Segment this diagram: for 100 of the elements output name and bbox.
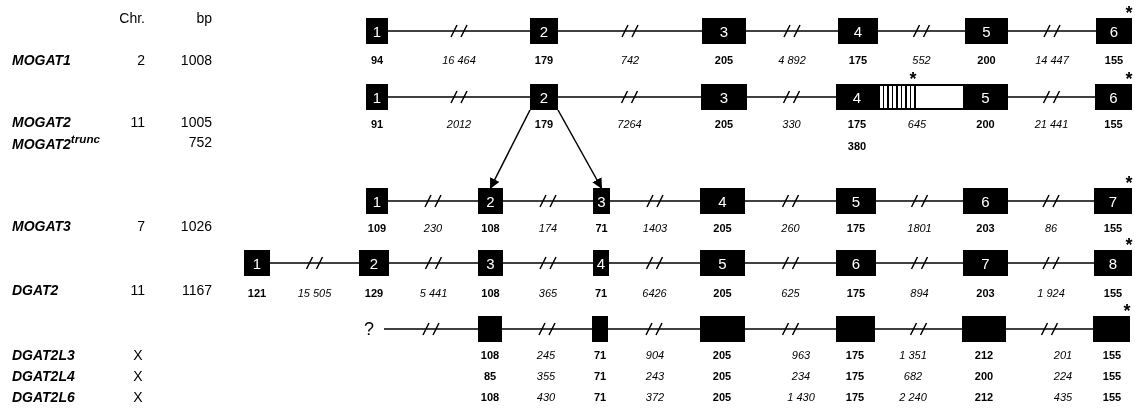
intron-length: 894 [909, 287, 930, 299]
exon-box: 5 [700, 250, 745, 276]
intron-length: 234 [790, 370, 812, 382]
exon-length: 71 [594, 287, 608, 299]
exon-length: 155 [1102, 370, 1122, 382]
exon-box: 1 [366, 18, 388, 44]
exon-box: 8 [1094, 250, 1132, 276]
intron-length: 430 [535, 391, 557, 403]
exon-length: 205 [712, 370, 732, 382]
exon-length: 175 [845, 391, 865, 403]
column-header: Chr. [119, 11, 145, 25]
intron-line [744, 328, 837, 330]
intron-line [501, 328, 593, 330]
intron-line [269, 262, 360, 264]
stop-asterisk: * [909, 70, 917, 88]
exon-box: 7 [1094, 188, 1132, 214]
exon-length: 205 [714, 118, 734, 130]
exon-length: 71 [593, 370, 607, 382]
intron-line [608, 262, 701, 264]
exon-box: 5 [836, 188, 876, 214]
intron-length: 625 [780, 287, 801, 299]
exon-length: 129 [364, 287, 384, 299]
intron-line [609, 200, 701, 202]
intron-line [502, 262, 594, 264]
exon-box: 6 [1095, 84, 1132, 110]
exon-box: 3 [702, 18, 746, 44]
exon-box: 6 [836, 250, 876, 276]
exon-length: 109 [367, 222, 387, 234]
exon-box: 3 [701, 84, 747, 110]
exon-length: 179 [534, 54, 554, 66]
intron-line [557, 96, 702, 98]
intron-length: 552 [911, 54, 932, 66]
intron-line [388, 262, 479, 264]
exon-length: 179 [534, 118, 554, 130]
exon-length: 91 [370, 118, 384, 130]
exon-length: 108 [480, 391, 500, 403]
exon-length: 155 [1102, 391, 1122, 403]
exon-length: 205 [713, 287, 732, 299]
intron-line [387, 30, 531, 32]
intron-line [387, 96, 531, 98]
exon-box: 5 [965, 18, 1008, 44]
exon-length: 203 [976, 287, 995, 299]
intron-length: 1 924 [1036, 287, 1066, 299]
intron-length: 16 464 [441, 54, 477, 66]
exon-length: 155 [1104, 118, 1123, 130]
chromosome: X [133, 390, 143, 404]
intron-length: 201 [1052, 349, 1074, 361]
exon-length: 205 [713, 222, 732, 234]
intron-length: 2012 [445, 118, 473, 130]
intron-length: 682 [902, 370, 924, 382]
exon-length: 200 [976, 118, 995, 130]
column-header: bp [196, 11, 212, 25]
exon-length: 175 [845, 370, 865, 382]
intron-length: 4 892 [777, 54, 807, 66]
intron-line [502, 200, 594, 202]
exon-length: 108 [481, 287, 500, 299]
exon-length: 108 [481, 222, 500, 234]
intron-length: 372 [644, 391, 666, 403]
intron-line [874, 328, 963, 330]
intron-line [387, 200, 479, 202]
intron-length: 1403 [641, 222, 669, 234]
intron-length: 86 [1043, 222, 1059, 234]
intron-line [744, 200, 837, 202]
intron-length: 224 [1052, 370, 1074, 382]
exon-box: 6 [963, 188, 1008, 214]
intron-length: 14 447 [1034, 54, 1070, 66]
exon-length: 155 [1104, 54, 1124, 66]
exon-length: 175 [846, 287, 866, 299]
length-bp: 1005 [180, 115, 212, 129]
chromosome: 11 [130, 283, 145, 297]
intron-line [1007, 30, 1097, 32]
exon-box: 1 [366, 84, 388, 110]
intron-line [745, 30, 839, 32]
intron-length: 15 505 [296, 287, 333, 299]
arrow [489, 109, 531, 189]
intron-line [607, 328, 701, 330]
intron-length: 5 441 [418, 287, 449, 299]
exon-box: 3 [593, 188, 610, 214]
exon-box: 2 [478, 188, 503, 214]
exon-length: 155 [1103, 287, 1123, 299]
exon-box: 6 [1096, 18, 1132, 44]
exon-length: 71 [593, 391, 607, 403]
intron-length: 1801 [906, 222, 933, 234]
gene-name: DGAT2L3 [12, 348, 75, 362]
intron-length: 645 [906, 118, 928, 130]
exon-box: 3 [478, 250, 503, 276]
exon-length: 94 [370, 54, 384, 66]
gene-name: DGAT2 [12, 283, 59, 297]
intron-length: 904 [644, 349, 666, 361]
unknown-start-mark: ? [364, 320, 374, 338]
gene-name: MOGAT1 [12, 53, 71, 67]
intron-line [383, 328, 479, 330]
intron-line [1007, 96, 1096, 98]
exon-length: 71 [595, 222, 608, 234]
intron-length: 230 [422, 222, 444, 234]
chromosome: 7 [137, 219, 145, 233]
exon-box: 2 [359, 250, 389, 276]
intron-line [877, 30, 966, 32]
arrow [557, 109, 603, 189]
exon-length: 200 [974, 370, 994, 382]
